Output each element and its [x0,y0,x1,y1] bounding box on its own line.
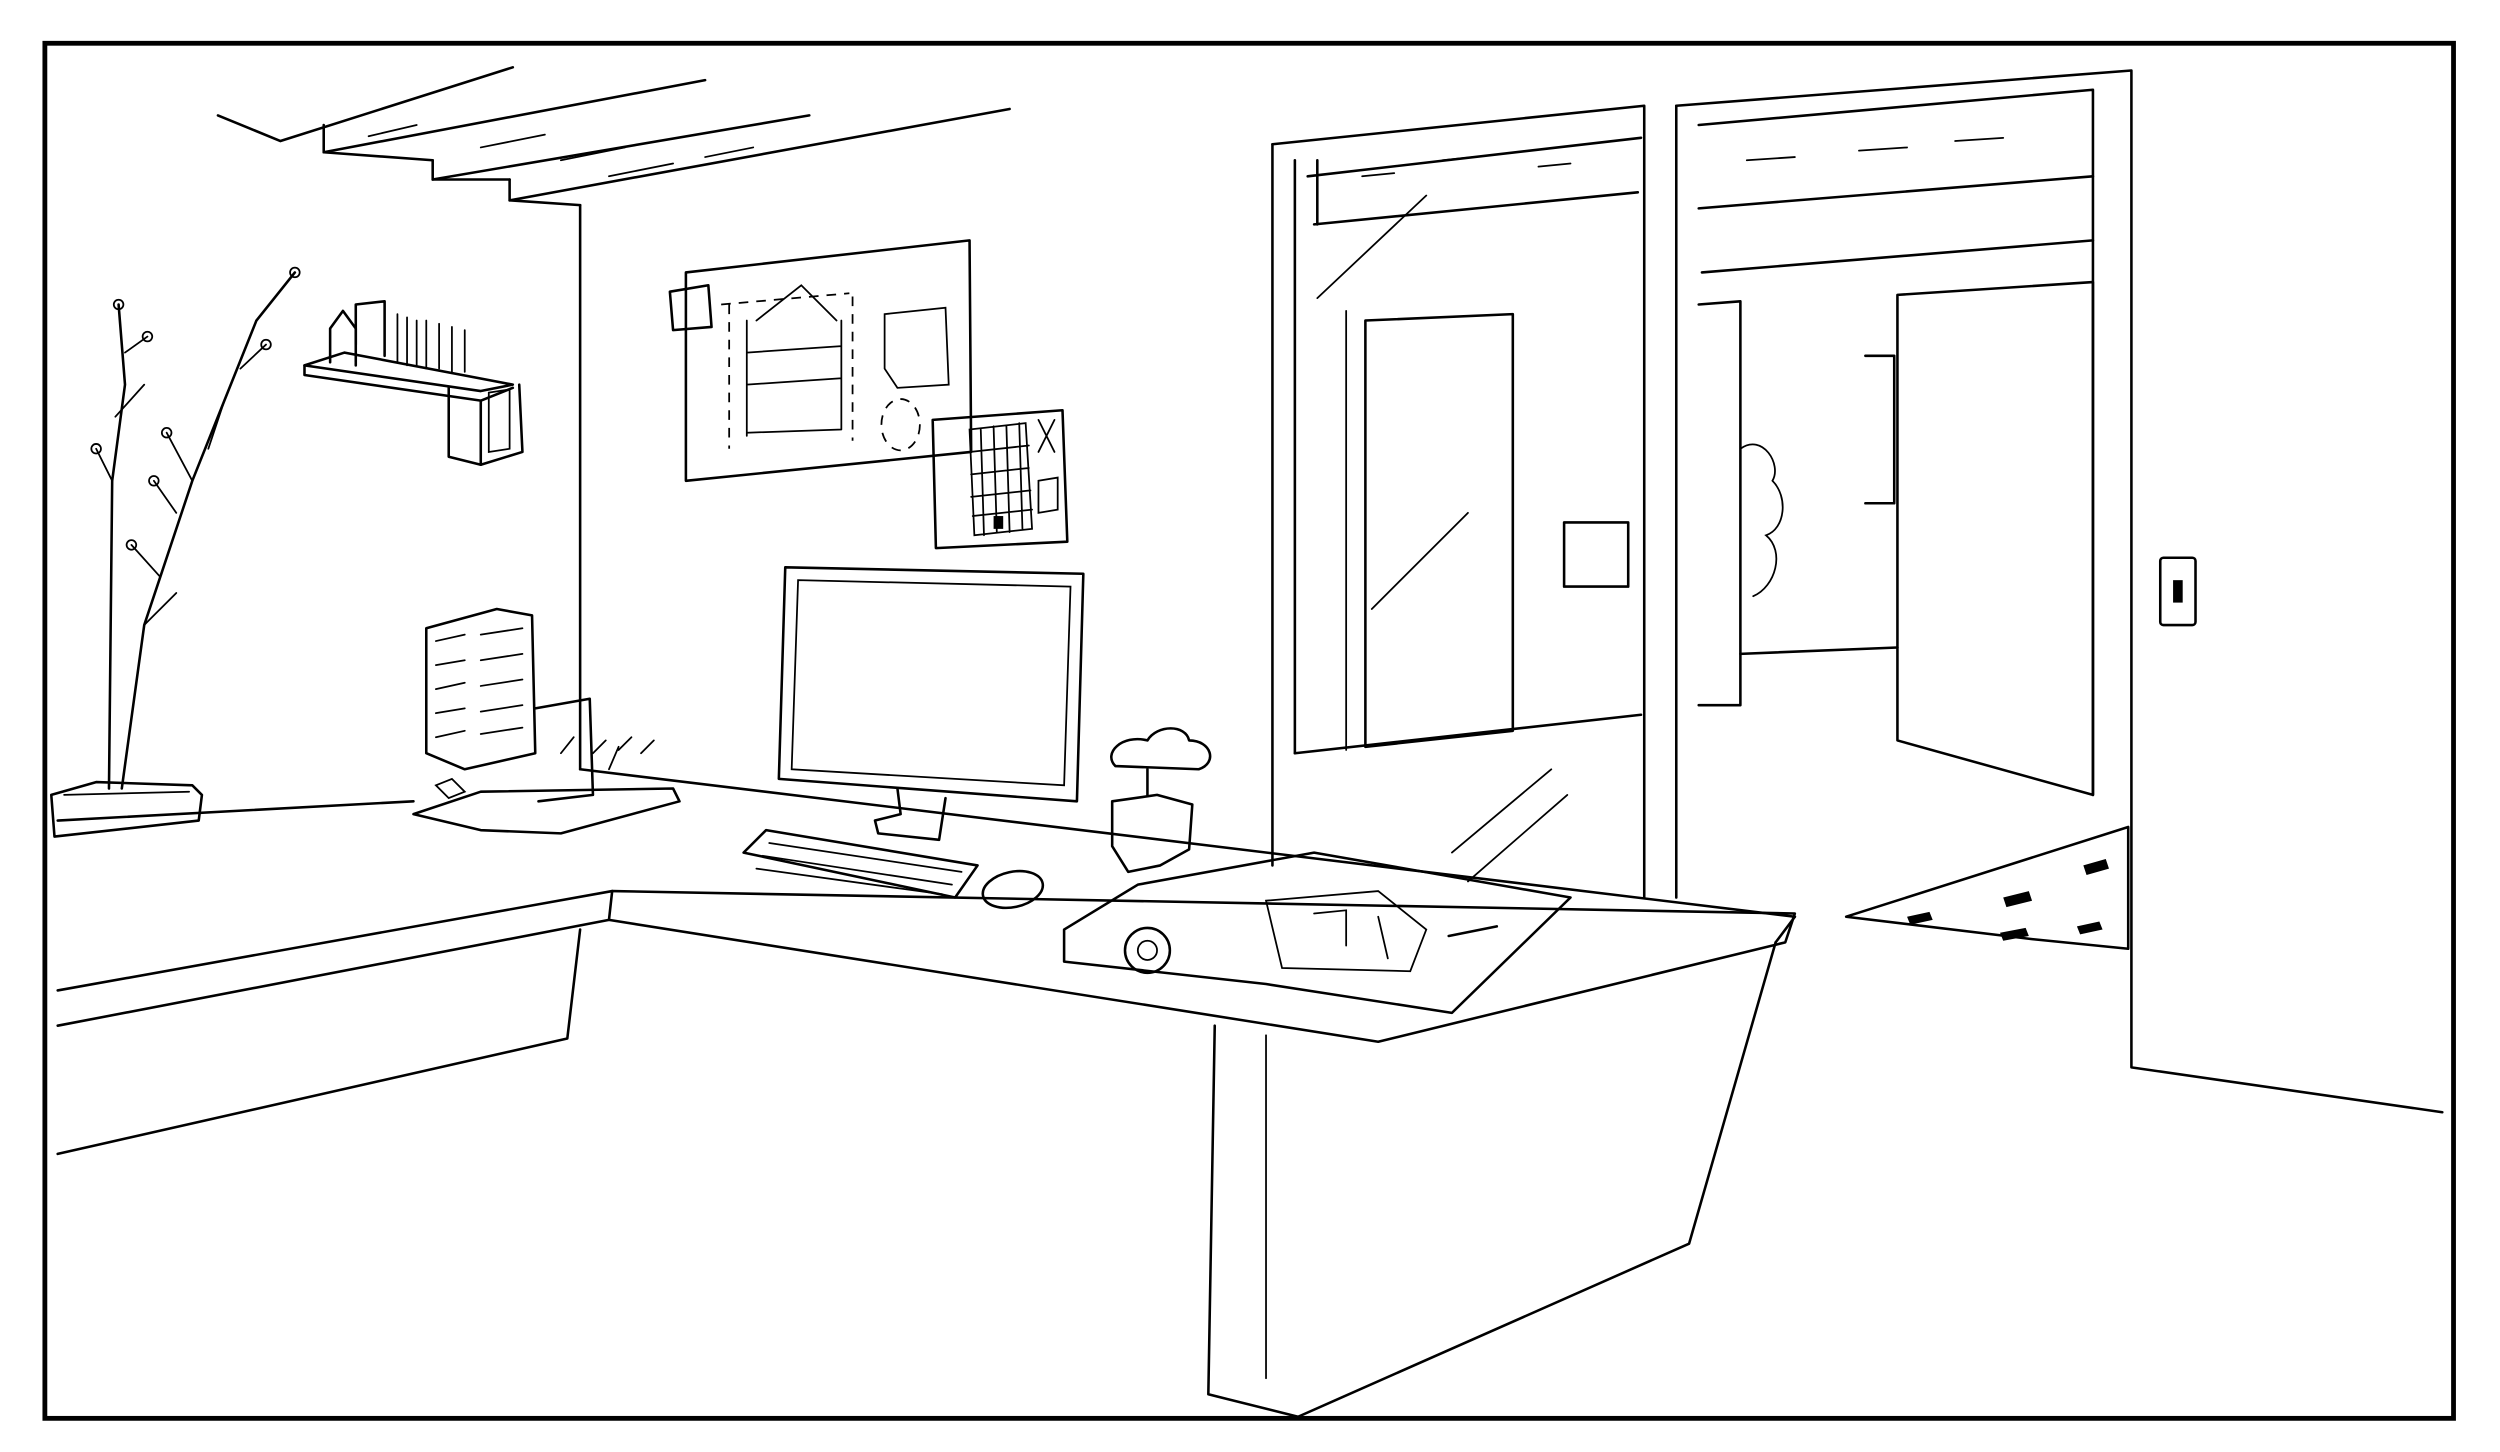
glass-doorway [1271,104,1646,899]
floor-plan-roll [1062,851,1572,1015]
desk [56,767,1797,1419]
branch-plant [50,266,301,838]
bonsai [1110,727,1212,874]
light-switch [2158,556,2197,627]
mouse [981,869,1045,910]
rug [1844,825,2130,951]
building-model [412,607,681,835]
keyboard [742,828,979,899]
monitor [777,566,1085,842]
desk-corner [1774,915,1797,944]
open-doorway [1675,69,2444,1114]
wall-shelf [303,300,524,467]
border [42,40,2456,1421]
ceiling-beams [216,66,1011,207]
tower-poster [931,408,1069,550]
blueprint-poster [668,239,973,483]
